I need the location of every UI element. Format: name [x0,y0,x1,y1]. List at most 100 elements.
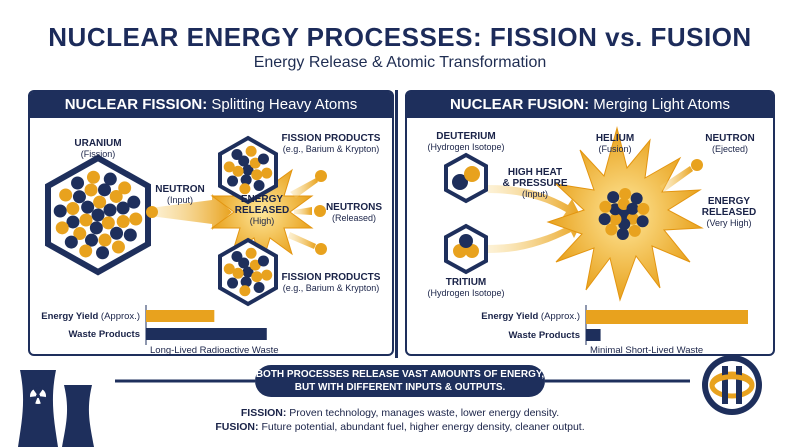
nucleon [261,167,273,179]
deuterium-icon [444,152,488,204]
deuterium-sub: (Hydrogen Isotope) [427,142,505,152]
heat-sub: (Input) [521,189,548,199]
nucleon [249,259,261,271]
tritium-label: TRITIUM (Hydrogen Isotope) [426,277,506,299]
nucleon [253,281,265,293]
nucleon [598,213,611,226]
nucleon [72,190,86,204]
nucleon [89,221,103,235]
nucleon [619,188,632,201]
summary-banner-line1: BOTH PROCESSES RELEASE VAST AMOUNTS OF E… [255,369,545,380]
nucleon [251,271,263,283]
helium-sub: (Fusion) [598,144,632,154]
nucleon [618,217,631,230]
fusion-energy-line1: ENERGY [707,196,751,207]
footer-fission-text: Proven technology, manages waste, lower … [289,407,560,419]
neutron-input-label: NEUTRON (Input) [150,184,210,206]
tritium-icon [444,223,488,275]
nucleon [73,227,87,241]
nucleon [101,216,115,230]
nucleon [231,149,243,161]
footer-fusion: FUSION: Future potential, abundant fuel,… [0,421,800,433]
nucleon [637,202,650,215]
nucleon [251,169,263,181]
fusion-panel-header: NUCLEAR FUSION: Merging Light Atoms [407,92,773,118]
fission-waste-bar [146,328,267,340]
fusion-energy-label: ENERGY RELEASED (Very High) [694,196,764,229]
uranium-sub: (Fission) [80,149,116,159]
nucleon [86,170,100,184]
nucleon [599,200,612,213]
fusion-energy-yield-label-bold: Energy Yield [481,311,539,322]
uranium-label: URANIUM (Fission) [58,138,138,160]
neutron-input-arrow [146,194,232,230]
nucleon [98,183,112,197]
nucleon [232,267,244,279]
nucleon [616,227,629,240]
nucleon [607,191,620,204]
fusion-energy-yield-label: Energy Yield (Approx.) [470,311,580,322]
fission-products-top-label: FISSION PRODUCTS (e.g., Barium & Krypton… [278,133,384,155]
nucleon [59,188,73,202]
fusion-input-arrows [488,185,582,253]
nucleon [242,164,254,176]
fusion-reactor-icon [702,355,762,415]
neutron-ejected-sub: (Ejected) [711,144,748,154]
nucleon [123,228,137,242]
nucleon [98,233,112,247]
summary-banner-line2: BUT WITH DIFFERENT INPUTS & OUTPUTS. [294,382,506,393]
nucleon [66,215,80,229]
fission-products-top-name: FISSION PRODUCTS [281,133,381,144]
nucleon [53,204,67,218]
nucleon [223,161,235,173]
nucleon [79,213,93,227]
nucleon [242,266,254,278]
uranium-nucleus-icon [45,154,151,276]
nucleon [257,153,269,165]
nucleon [609,213,622,226]
nucleon [118,181,132,195]
fusion-energy-sub: (Very High) [706,218,752,228]
fusion-energy-yield-label-rest: (Approx.) [540,311,580,322]
nucleon [84,233,98,247]
nucleon [71,176,85,190]
heat-pressure-label: HIGH HEAT & PRESSURE (Input) [500,167,570,200]
fusion-waste-label-bold: Waste Products [508,330,580,341]
cooling-tower-radiation-icon [18,370,94,447]
nucleon [116,201,130,215]
fission-products-bottom-name: FISSION PRODUCTS [281,272,381,283]
nucleon [231,251,243,263]
nucleon [240,276,252,288]
nucleon [232,165,244,177]
fission-title-bold: NUCLEAR FISSION: [64,96,208,113]
helium-label: HELIUM (Fusion) [585,133,645,155]
fission-products-bottom-label: FISSION PRODUCTS (e.g., Barium & Krypton… [278,272,384,294]
helium-name: HELIUM [595,133,635,144]
nucleon [240,174,252,186]
nucleon [245,247,257,259]
nucleon [628,224,641,237]
nucleon [626,202,639,215]
panel-divider [395,90,398,358]
tritium-sub: (Hydrogen Isotope) [427,288,505,298]
nucleon [84,183,98,197]
nucleon [223,263,235,275]
fission-energy-line1: ENERGY [240,194,284,205]
nucleon [227,277,239,289]
fission-energy-yield-bar [146,310,215,322]
fission-energy-yield-label-bold: Energy Yield [41,311,99,322]
summary-banner: BOTH PROCESSES RELEASE VAST AMOUNTS OF E… [255,365,545,397]
nucleon [103,172,117,186]
page-title: NUCLEAR ENERGY PROCESSES: FISSION vs. FU… [48,22,752,52]
nucleon [257,255,269,267]
nucleon [605,223,618,236]
fusion-title-rest: Merging Light Atoms [593,96,731,113]
footer-fusion-text: Future potential, abundant fuel, higher … [261,421,585,433]
fusion-waste-label: Waste Products [470,330,580,341]
fusion-energy-yield-bar [586,310,748,324]
fission-products-top-sub: (e.g., Barium & Krypton) [282,144,380,154]
nucleon [630,192,643,205]
fission-waste-label-bold: Waste Products [68,329,140,340]
nucleon [91,208,105,222]
